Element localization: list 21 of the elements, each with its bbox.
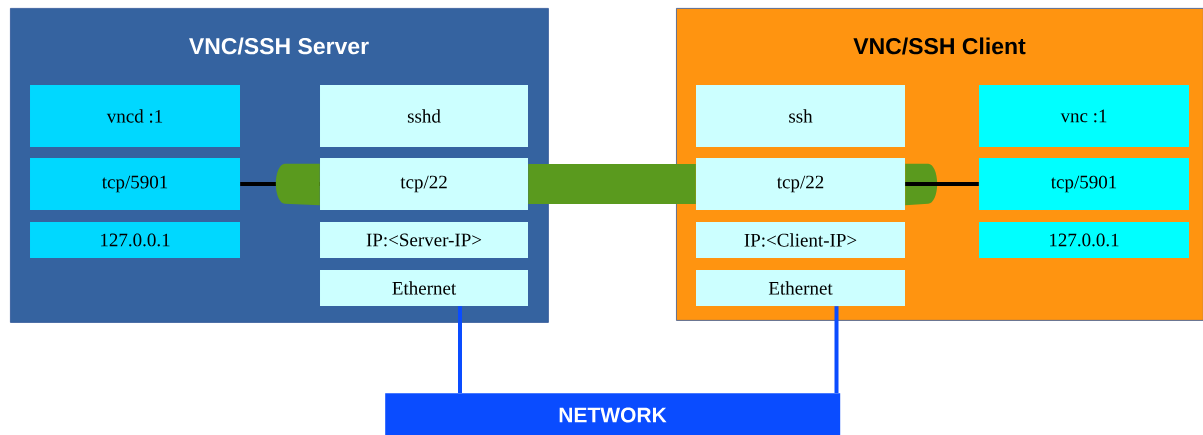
layer-box: tcp/22: [696, 158, 905, 210]
layer-box: vnc :1: [979, 85, 1189, 147]
layer-box: tcp/5901: [30, 158, 240, 210]
layer-box: sshd: [320, 85, 528, 147]
layer-box: ssh: [696, 85, 905, 147]
layer-box: tcp/22: [320, 158, 528, 210]
network-link: [458, 306, 462, 393]
layer-box: 127.0.0.1: [30, 222, 240, 258]
layer-box: tcp/5901: [979, 158, 1189, 210]
layer-box: Ethernet: [696, 270, 905, 306]
panel-title: VNC/SSH Server: [189, 37, 369, 55]
layer-box: 127.0.0.1: [979, 222, 1189, 258]
layer-box: IP:<Client-IP>: [696, 222, 905, 258]
layer-box: vncd :1: [30, 85, 240, 147]
link-line: [905, 182, 979, 186]
panel-title: VNC/SSH Client: [853, 37, 1026, 55]
network-link: [834, 306, 839, 393]
tunnel: [528, 164, 696, 204]
layer-box: IP:<Server-IP>: [320, 222, 528, 258]
layer-box: Ethernet: [320, 270, 528, 306]
network-bar: NETWORK: [385, 393, 841, 435]
